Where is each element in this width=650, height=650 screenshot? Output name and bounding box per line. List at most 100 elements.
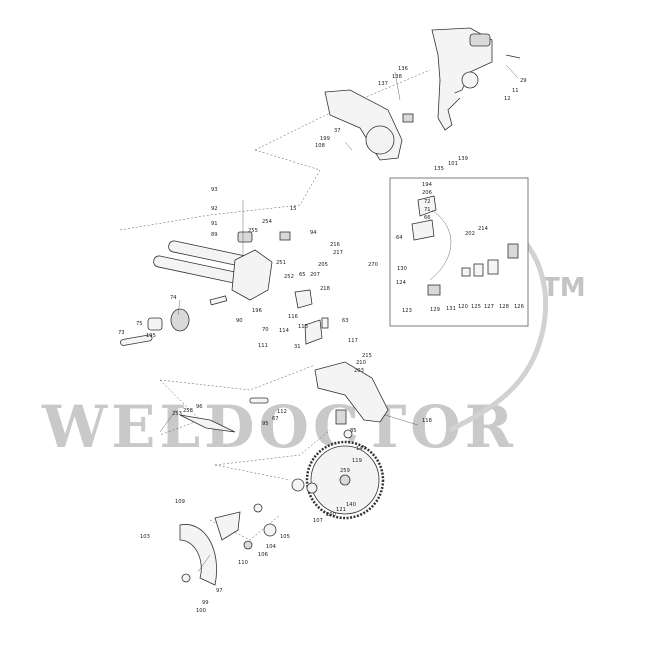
part-label: 195	[146, 333, 156, 339]
misc-parts	[179, 397, 353, 439]
part-label: 101	[448, 161, 458, 167]
motor-housing	[304, 317, 389, 425]
part-label: 147	[356, 446, 366, 452]
part-label: 252	[284, 274, 294, 280]
part-label: 103	[140, 534, 150, 540]
part-label: 71	[424, 207, 431, 213]
part-label: 85	[350, 428, 357, 434]
leader-lines	[159, 64, 519, 573]
part-label: 140	[346, 502, 356, 508]
part-label: 65	[299, 272, 306, 278]
part-label: 92	[211, 206, 218, 212]
part-label: 121	[336, 507, 346, 513]
part-label: 99	[202, 600, 209, 606]
part-label: 130	[397, 266, 407, 272]
part-number-labels: 29 11 12 138 137 136 37 199 108 101 139 …	[118, 66, 527, 614]
part-label: 129	[430, 307, 440, 313]
part-label: 72	[424, 199, 431, 205]
part-label: 63	[342, 318, 349, 324]
part-label: 64	[396, 235, 403, 241]
part-label: 258	[183, 408, 193, 414]
part-label: 194	[422, 182, 433, 188]
part-label: 202	[465, 231, 475, 237]
part-label: 94	[310, 230, 317, 236]
part-label: 203	[354, 368, 364, 374]
part-label: 66	[424, 215, 431, 221]
part-label: 73	[118, 330, 125, 336]
upper-blade-guard	[324, 89, 414, 161]
part-label: 89	[211, 232, 218, 238]
part-label: 253	[172, 411, 182, 417]
part-label: 67	[272, 416, 279, 422]
part-label: 196	[252, 308, 262, 314]
part-label: 217	[333, 250, 343, 256]
saw-blade	[305, 440, 385, 520]
part-label: 11	[512, 88, 519, 94]
part-label: 251	[276, 260, 286, 266]
part-label: 70	[262, 327, 269, 333]
part-label: 90	[236, 318, 243, 324]
part-label: 138	[392, 74, 402, 80]
part-label: 110	[238, 560, 248, 566]
part-label: 127	[484, 304, 494, 310]
part-label: 206	[422, 190, 432, 196]
watermark-trademark: TM	[542, 273, 586, 303]
part-label: 31	[294, 344, 301, 350]
part-label: 215	[362, 353, 372, 359]
part-label: 12	[504, 96, 511, 102]
part-label: 108	[315, 143, 325, 149]
part-label: 106	[258, 552, 268, 558]
part-label: 199	[320, 136, 330, 142]
part-label: 135	[434, 166, 444, 172]
part-label: 15	[290, 206, 297, 212]
part-label: 116	[288, 314, 298, 320]
part-label: 254	[262, 219, 273, 225]
part-label: 210	[356, 360, 366, 366]
part-label: 100	[196, 608, 206, 614]
switch-parts-inset	[389, 177, 529, 327]
lower-blade-guard	[179, 511, 241, 586]
part-label: 74	[170, 295, 177, 301]
part-label: 93	[211, 187, 218, 193]
part-label: 126	[514, 304, 524, 310]
part-label: 200	[326, 512, 336, 518]
handle-assembly	[431, 27, 521, 131]
part-label: 112	[277, 409, 287, 415]
part-label: 255	[248, 228, 258, 234]
part-label: 96	[196, 404, 203, 410]
spring-shaft-assembly	[120, 295, 228, 346]
slide-rails	[153, 231, 313, 309]
part-label: 214	[478, 226, 489, 232]
watermark-text: WELDOCTOR	[41, 393, 517, 461]
part-label: 131	[446, 306, 456, 312]
part-label: 113	[298, 324, 308, 330]
part-label: 136	[398, 66, 408, 72]
part-label: 91	[211, 221, 218, 227]
part-label: 37	[334, 128, 341, 134]
part-label: 207	[310, 272, 320, 278]
part-label: 125	[471, 304, 481, 310]
part-label: 105	[280, 534, 290, 540]
part-label: 111	[258, 343, 268, 349]
part-label: 118	[422, 418, 432, 424]
part-label: 97	[216, 588, 223, 594]
part-label: 109	[175, 499, 185, 505]
part-label: 107	[313, 518, 323, 524]
part-label: 139	[458, 156, 468, 162]
part-label: 104	[266, 544, 277, 550]
part-label: 114	[279, 328, 290, 334]
part-label: 75	[136, 321, 143, 327]
flange-washers	[243, 478, 318, 550]
part-label: 270	[368, 262, 378, 268]
part-label: 124	[396, 280, 407, 286]
part-label: 117	[348, 338, 358, 344]
part-label: 216	[330, 242, 340, 248]
part-label: 95	[262, 421, 269, 427]
part-label: 119	[352, 458, 362, 464]
part-label: 120	[458, 304, 468, 310]
inset-box	[389, 177, 529, 327]
part-label: 205	[318, 262, 328, 268]
part-label: 29	[520, 78, 527, 84]
part-label: 259	[340, 468, 350, 474]
